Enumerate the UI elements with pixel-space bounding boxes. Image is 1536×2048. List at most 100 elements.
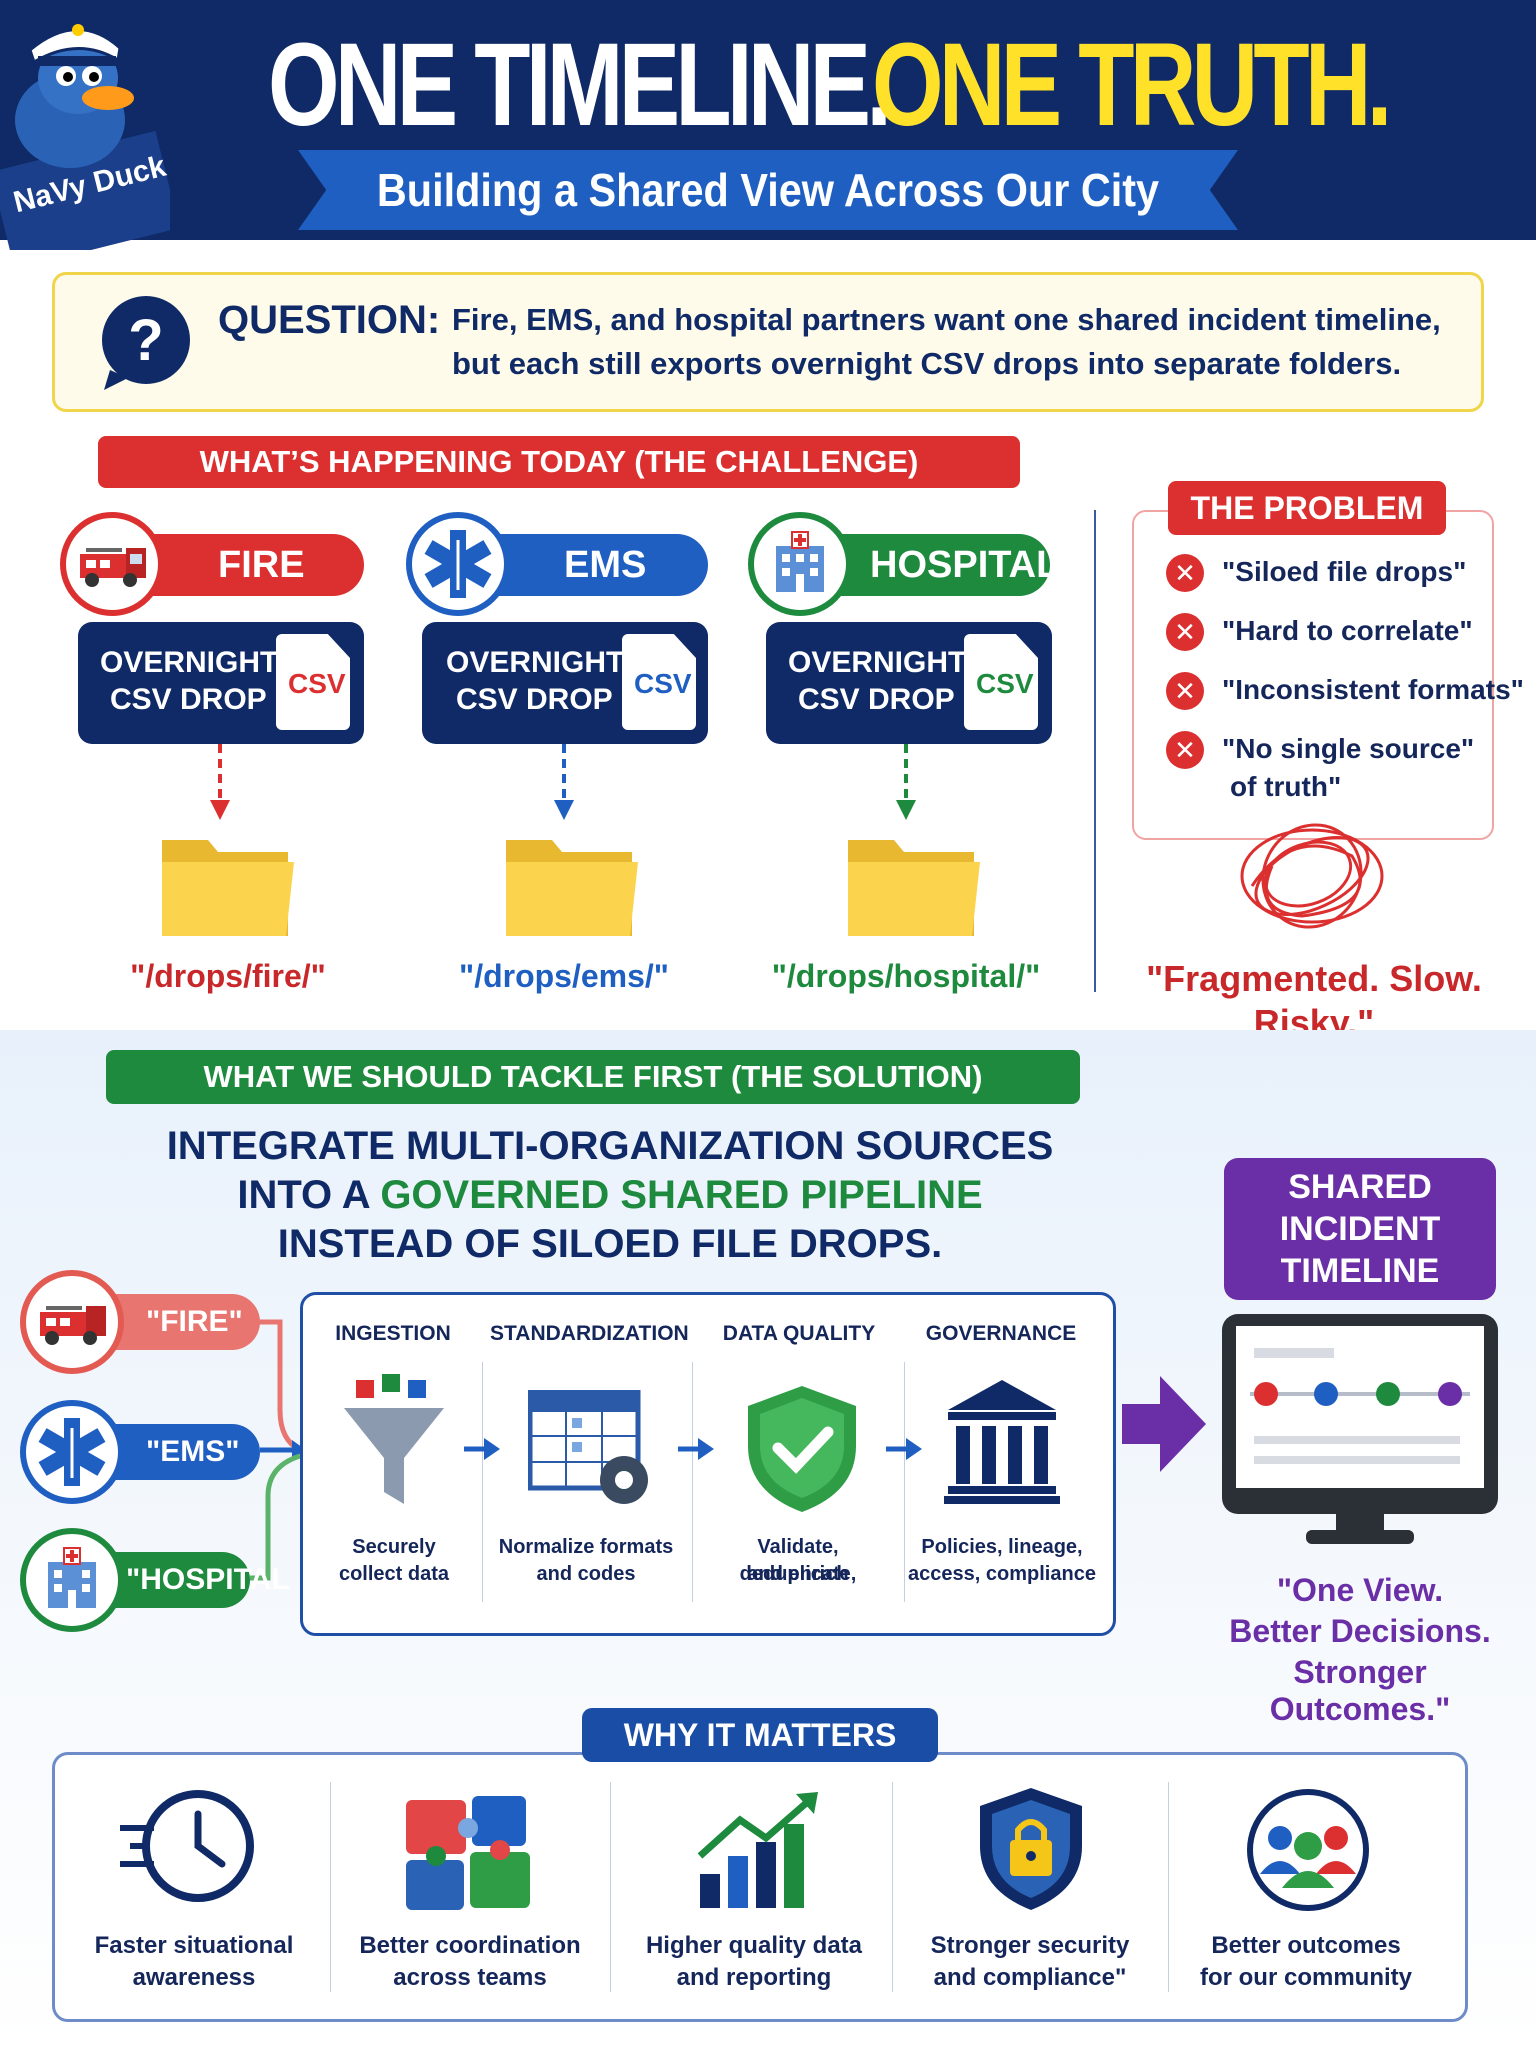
question-label: QUESTION: xyxy=(218,298,441,342)
drop-text-ems-1: OVERNIGHT xyxy=(446,646,625,679)
input-pill-fire: "FIRE" xyxy=(100,1294,260,1350)
title-part1: ONE TIMELINE. xyxy=(268,19,892,151)
solution-headline-line2a: INTO A xyxy=(237,1173,381,1217)
quote-line1: "One View. xyxy=(1276,1572,1444,1608)
stage-desc-ingestion-1: Securely xyxy=(352,1536,436,1558)
input-pill-hospital: "HOSPITAL xyxy=(100,1552,290,1608)
problem-item: "No single source" xyxy=(1222,733,1475,764)
star-of-life-icon xyxy=(406,512,510,616)
arrow-down-icon xyxy=(210,744,230,820)
csv-label-fire: CSV xyxy=(288,668,346,699)
why-item-4-line1: Stronger security xyxy=(930,1932,1130,1959)
stage-title-governance: GOVERNANCE xyxy=(925,1322,1077,1345)
timeline-header xyxy=(1224,1158,1496,1300)
why-divider xyxy=(892,1782,893,1992)
monitor-timeline-icon xyxy=(1222,1314,1498,1544)
csv-file-icon xyxy=(964,634,1038,730)
solution-headline-highlight: GOVERNED SHARED PIPELINE xyxy=(380,1173,983,1217)
problem-summary-line1: "Fragmented. Slow. xyxy=(1146,958,1482,999)
csv-file-icon xyxy=(276,634,350,730)
stage-title-ingestion: INGESTION xyxy=(335,1322,451,1345)
svg-text:?: ? xyxy=(128,308,163,373)
solution-headline-line3: INSTEAD OF SILOED FILE DROPS. xyxy=(277,1222,943,1266)
why-item-5-line1: Better outcomes xyxy=(1211,1932,1401,1959)
why-item-5-line2: for our community xyxy=(1199,1964,1412,1991)
stage-desc-governance-2: access, compliance xyxy=(908,1563,1096,1585)
why-item-3-line2: and reporting xyxy=(676,1964,832,1991)
why-item-2-line1: Better coordination xyxy=(359,1932,581,1959)
folder-path-ems: "/drops/ems/" xyxy=(459,958,669,994)
csv-label-ems: CSV xyxy=(634,668,692,699)
drop-text-ems-2: CSV DROP xyxy=(456,683,613,716)
why-divider xyxy=(610,1782,611,1992)
solution-banner: WHAT WE SHOULD TACKLE FIRST (THE SOLUTIO… xyxy=(106,1050,1080,1104)
org-pill-hospital: HOSPITAL xyxy=(824,534,1059,596)
hospital-building-icon xyxy=(20,1528,124,1632)
drop-text-fire-1: OVERNIGHT xyxy=(100,646,279,679)
arrow-right-icon xyxy=(1122,1376,1206,1472)
clock-speed-icon xyxy=(120,1790,254,1902)
problem-item: "Inconsistent formats" xyxy=(1222,674,1524,705)
why-item-2-line2: across teams xyxy=(393,1964,547,1991)
institution-columns-icon xyxy=(944,1380,1060,1504)
folder-icon xyxy=(848,840,980,936)
subtitle: Building a Shared View Across Our City xyxy=(376,164,1160,216)
solution-headline-line1: INTEGRATE MULTI-ORGANIZATION SOURCES xyxy=(166,1124,1054,1168)
quote-line2: Better Decisions. xyxy=(1229,1613,1491,1649)
arrow-down-icon xyxy=(896,744,916,820)
csv-file-icon xyxy=(622,634,696,730)
question-line1: Fire, EMS, and hospital partners want on… xyxy=(452,302,1441,337)
tangled-scribble-icon xyxy=(1240,823,1384,929)
why-item-3-line1: Higher quality data xyxy=(645,1932,863,1959)
community-people-icon xyxy=(1247,1789,1369,1911)
timeline-title-line2: INCIDENT xyxy=(1279,1210,1441,1248)
quote-line3: Stronger Outcomes." xyxy=(1269,1654,1451,1727)
problem-item: "Siloed file drops" xyxy=(1222,556,1467,587)
why-item-1-line1: Faster situational xyxy=(94,1932,294,1959)
problem-item: "Hard to correlate" xyxy=(1222,615,1473,646)
x-circle-icon: ✕ xyxy=(1166,613,1204,651)
title-part2: ONE TRUTH. xyxy=(872,19,1392,151)
section-divider xyxy=(1094,510,1096,992)
org-pill-fire: FIRE xyxy=(136,534,364,596)
arrow-down-icon xyxy=(554,744,574,820)
arrow-right-icon xyxy=(678,1438,714,1460)
stage-divider xyxy=(904,1362,905,1602)
stage-desc-ingestion-2: collect data xyxy=(338,1563,450,1585)
problem-banner: THE PROBLEM xyxy=(1168,481,1446,535)
folder-icon xyxy=(506,840,638,936)
arrow-right-icon xyxy=(464,1438,500,1460)
problem-item-continued: of truth" xyxy=(1230,771,1342,802)
csv-label-hospital: CSV xyxy=(976,668,1034,699)
navy-duck-mascot-icon xyxy=(0,24,170,250)
question-box xyxy=(52,272,1484,412)
x-circle-icon: ✕ xyxy=(1166,731,1204,769)
fire-truck-icon xyxy=(60,512,164,616)
folder-icon xyxy=(162,840,294,936)
stage-desc-quality-1: Validate, deduplicate, xyxy=(739,1536,857,1585)
stage-desc-standardization-2: and codes xyxy=(536,1563,636,1585)
question-bubble-icon: ? xyxy=(102,296,190,390)
x-circle-icon: ✕ xyxy=(1166,554,1204,592)
shield-check-icon xyxy=(748,1386,856,1512)
input-connectors xyxy=(250,1319,306,1581)
drop-text-hospital-1: OVERNIGHT xyxy=(788,646,967,679)
org-pill-ems: EMS xyxy=(480,534,708,596)
subtitle-ribbon xyxy=(298,150,1238,230)
why-divider xyxy=(1168,1782,1169,1992)
stage-divider xyxy=(692,1362,693,1602)
folder-path-hospital: "/drops/hospital/" xyxy=(771,958,1041,994)
puzzle-pieces-icon xyxy=(406,1796,530,1910)
why-divider xyxy=(330,1782,331,1992)
stage-desc-standardization-1: Normalize formats xyxy=(498,1536,674,1558)
drop-text-fire-2: CSV DROP xyxy=(110,683,267,716)
why-banner: WHY IT MATTERS xyxy=(582,1708,938,1762)
stage-title-data-quality: DATA QUALITY xyxy=(722,1322,876,1345)
hospital-building-icon xyxy=(748,512,852,616)
star-of-life-icon xyxy=(20,1400,124,1504)
stage-desc-quality-2: and enrich xyxy=(747,1563,849,1585)
x-circle-icon: ✕ xyxy=(1166,672,1204,710)
why-item-4-line2: and compliance" xyxy=(933,1964,1127,1991)
solution-headline-line2: INTO A GOVERNED SHARED PIPELINE xyxy=(160,1173,1060,1218)
input-pill-ems: "EMS" xyxy=(100,1424,260,1480)
